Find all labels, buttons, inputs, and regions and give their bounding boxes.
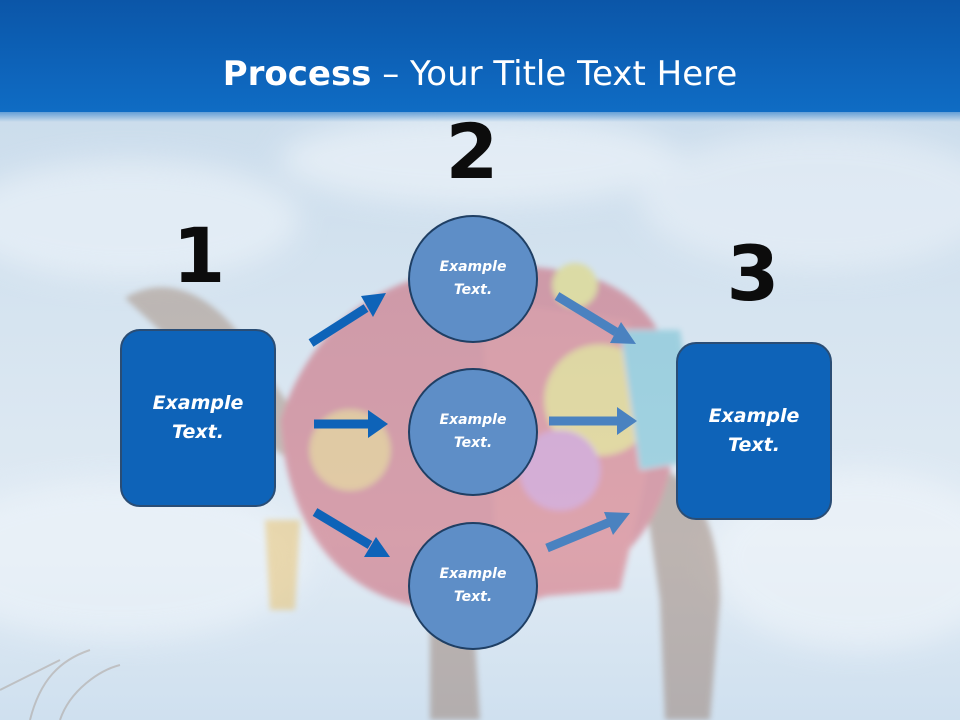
arrow-right-middle — [549, 407, 637, 435]
step-number-2: 2 — [445, 107, 499, 196]
arrow-left-lower — [312, 508, 390, 557]
arrow-left-middle — [314, 410, 388, 438]
title-rest: – Your Title Text Here — [371, 54, 738, 94]
right-box: Example Text. — [676, 342, 832, 520]
title-bar — [0, 0, 960, 122]
circle-top: Example Text. — [408, 215, 538, 343]
step-number-1: 1 — [172, 211, 226, 300]
arrow-right-upper — [554, 292, 636, 344]
arrow-right-lower — [545, 512, 630, 553]
arrow-left-upper — [308, 293, 386, 347]
step-number-3: 3 — [726, 229, 780, 318]
circle-middle: Example Text. — [408, 368, 538, 496]
left-box: Example Text. — [120, 329, 276, 507]
slide-title: Process – Your Title Text Here — [0, 52, 960, 96]
circle-bottom: Example Text. — [408, 522, 538, 650]
title-bold: Process — [222, 54, 372, 94]
